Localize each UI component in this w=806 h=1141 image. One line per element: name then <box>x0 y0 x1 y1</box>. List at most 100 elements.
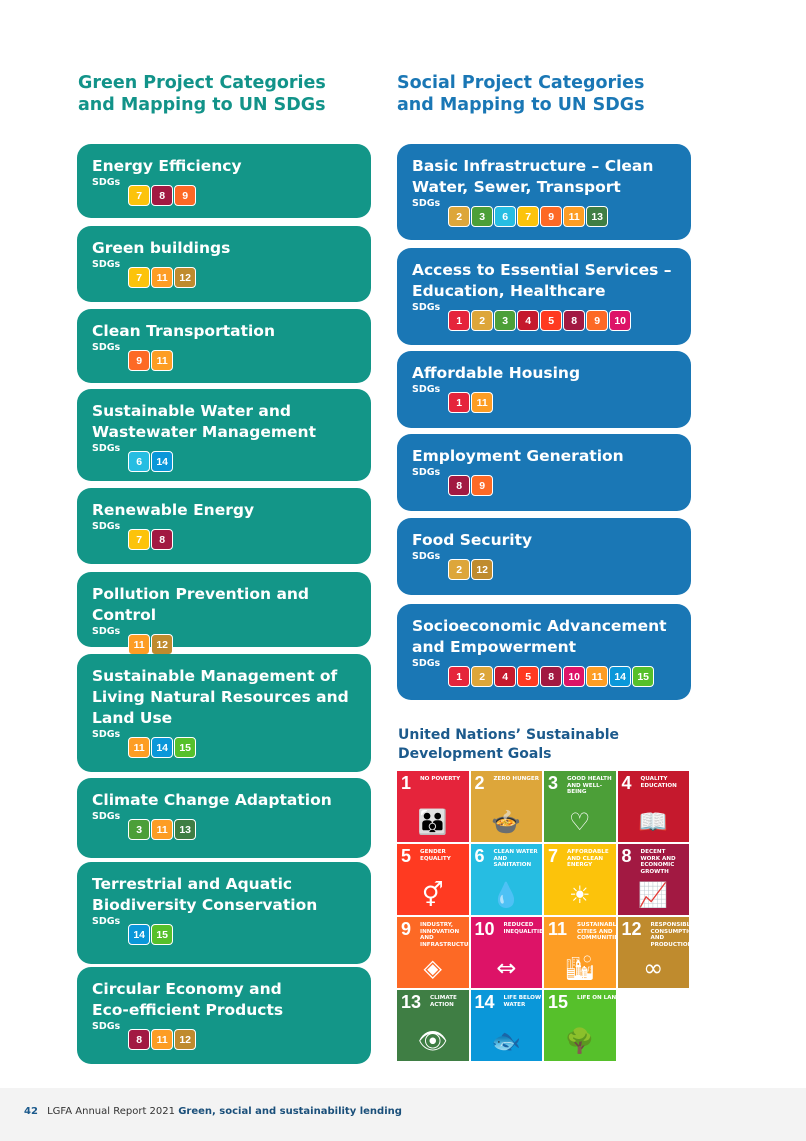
gender-icon: ⚥ <box>421 881 444 909</box>
sdg-label: SDGs <box>412 302 441 313</box>
sdg-label: SDGs <box>412 198 441 209</box>
sdg-badge: 8 <box>563 310 586 331</box>
sdg-badge: 11 <box>563 206 586 227</box>
goal-number: 6 <box>474 846 485 866</box>
green-heading-line2: and Mapping to UN SDGs <box>78 95 326 115</box>
sdg-label: SDGs <box>92 177 121 188</box>
goal-name: GOOD HEALTH AND WELL-BEING <box>567 776 612 795</box>
sdg-badge: 15 <box>174 737 197 758</box>
sdg-badge: 6 <box>128 451 151 472</box>
social-heading-line2: and Mapping to UN SDGs <box>397 95 645 115</box>
sdg-label: SDGs <box>92 342 121 353</box>
sdg-badge: 2 <box>448 559 471 580</box>
section-name: Green, social and sustainability lending <box>178 1106 402 1117</box>
category-title-line: Eco-efficient Products <box>92 1001 284 1019</box>
sdg-label: SDGs <box>412 384 441 395</box>
sdg-badge: 12 <box>471 559 494 580</box>
sdg-badge: 9 <box>586 310 609 331</box>
category-title-line: Circular Economy and <box>92 980 282 998</box>
sdg-badge: 1 <box>448 310 471 331</box>
green-heading-line1: Green Project Categories <box>78 73 326 93</box>
category-title-line: Sustainable Water and <box>92 402 291 420</box>
category-title: Access to Essential Services –Education,… <box>412 260 676 302</box>
category-title-line: Living Natural Resources and <box>92 688 349 706</box>
category-title: Food Security <box>412 530 676 551</box>
goal-number: 9 <box>401 919 412 939</box>
sdg-label: SDGs <box>92 916 121 927</box>
goal-name: NO POVERTY <box>420 776 461 782</box>
goal-name: RESPONSIBLE CONSUMPTION AND PRODUCTION <box>650 922 690 948</box>
category-title-line: Food Security <box>412 531 533 549</box>
category-title-line: Biodiversity Conservation <box>92 896 318 914</box>
sdg-badge: 7 <box>128 185 151 206</box>
un-sdg-heading: United Nations’ Sustainable Development … <box>398 726 678 764</box>
sdg-label: SDGs <box>412 551 441 562</box>
sdg-badge: 5 <box>540 310 563 331</box>
sdg-badge: 8 <box>151 529 174 550</box>
social-categories-heading: Social Project Categories and Mapping to… <box>397 72 697 116</box>
sdg-label: SDGs <box>412 467 441 478</box>
goal-number: 11 <box>548 919 568 939</box>
sdg-badge: 13 <box>174 819 197 840</box>
bowl-icon: 🍲 <box>491 808 522 836</box>
sdg-badge: 5 <box>517 666 540 687</box>
goal-number: 3 <box>548 773 559 793</box>
goal-number: 7 <box>548 846 559 866</box>
heartbeat-icon: ♡ <box>568 808 591 836</box>
category-title-line: Basic Infrastructure – Clean <box>412 157 654 175</box>
sdg-badge: 7 <box>128 529 151 550</box>
green-categories-heading: Green Project Categories and Mapping to … <box>78 72 378 116</box>
goal-name: SUSTAINABLE CITIES AND COMMUNITIES <box>577 922 616 941</box>
category-title-line: Terrestrial and Aquatic <box>92 875 293 893</box>
sdg-badge: 15 <box>151 924 174 945</box>
sdg-badge: 9 <box>128 350 151 371</box>
sdg-badge: 14 <box>151 451 174 472</box>
category-title-line: Sustainable Management of <box>92 667 338 685</box>
category-title: Employment Generation <box>412 446 676 467</box>
category-title-line: Renewable Energy <box>92 501 255 519</box>
sdg-badge: 3 <box>128 819 151 840</box>
goal-name: QUALITY EDUCATION <box>640 776 677 789</box>
eye-globe-icon: 👁 <box>417 1027 448 1055</box>
sdg-label: SDGs <box>92 811 121 822</box>
green-category-card: Sustainable Management of Living Natural … <box>77 654 371 772</box>
cubes-icon: ◈ <box>423 954 442 982</box>
category-title: Affordable Housing <box>412 363 676 384</box>
category-title-line: Climate Change Adaptation <box>92 791 332 809</box>
goal-number: 10 <box>474 919 495 939</box>
tree-icon: 🌳 <box>564 1027 595 1055</box>
category-title-line: Pollution Prevention and Control <box>92 585 310 624</box>
category-title-line: Wastewater Management <box>92 423 316 441</box>
sdg-badge: 3 <box>494 310 517 331</box>
sdg-badge: 4 <box>517 310 540 331</box>
sdg-label: SDGs <box>92 443 121 454</box>
sdg-label: SDGs <box>92 1021 121 1032</box>
goal-name: DECENT WORK AND ECONOMIC GROWTH <box>640 849 676 875</box>
